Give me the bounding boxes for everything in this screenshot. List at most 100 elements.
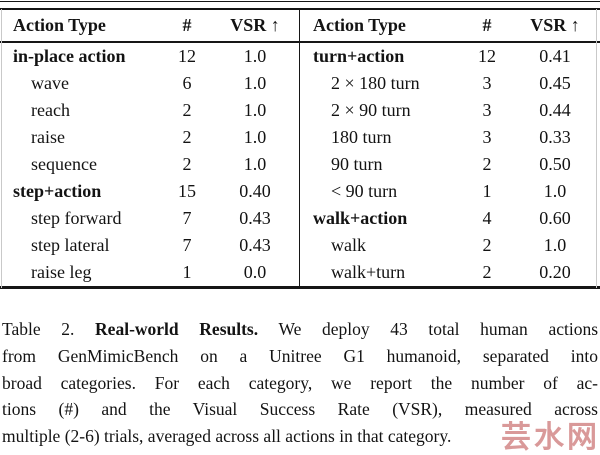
- cell-vsr: 1.0: [243, 73, 267, 93]
- cell-action-type: 180 turn: [331, 127, 392, 147]
- row-left: wave 6 1.0: [0, 70, 300, 97]
- row-right: walk 2 1.0: [300, 232, 600, 259]
- cell-vsr: 1.0: [243, 46, 267, 66]
- cell-action-type: walk+turn: [331, 262, 406, 282]
- row-left: sequence 2 1.0: [0, 151, 300, 178]
- cell-action-type: wave: [31, 73, 69, 93]
- header-vsr: VSR ↑: [530, 15, 580, 35]
- cell-action-type: turn+action: [313, 46, 405, 66]
- table-row: step forward 7 0.43 walk+action 4 0.60: [0, 205, 600, 232]
- cell-count: 15: [178, 181, 196, 201]
- cell-count: 2: [482, 154, 492, 174]
- table-row: step+action 15 0.40 < 90 turn 1 1.0: [0, 178, 600, 205]
- cell-count: 2: [182, 100, 192, 120]
- caption-text: We deploy 43 total human actions: [278, 319, 599, 339]
- table-row: reach 2 1.0 2 × 90 turn 3 0.44: [0, 97, 600, 124]
- cell-count: 3: [482, 127, 492, 147]
- cell-count: 2: [482, 235, 492, 255]
- row-right: 2 × 180 turn 3 0.45: [300, 70, 600, 97]
- table-row: wave 6 1.0 2 × 180 turn 3 0.45: [0, 70, 600, 97]
- header-action-type: Action Type: [313, 15, 406, 35]
- table-bottom-rule: [0, 286, 600, 289]
- row-right: turn+action 12 0.41: [300, 43, 600, 70]
- cell-count: 2: [182, 127, 192, 147]
- cell-vsr: 0.0: [243, 262, 267, 282]
- table-row: step lateral 7 0.43 walk 2 1.0: [0, 232, 600, 259]
- row-right: 90 turn 2 0.50: [300, 151, 600, 178]
- cell-count: 2: [182, 154, 192, 174]
- table-top-thick-rule: [0, 7, 600, 10]
- cell-vsr: 1.0: [243, 154, 267, 174]
- table-header-row: Action Type # VSR ↑ Action Type # VSR ↑: [0, 10, 600, 41]
- caption-line: Table 2. Real-world Results. We deploy 4…: [2, 316, 598, 343]
- table-row: sequence 2 1.0 90 turn 2 0.50: [0, 151, 600, 178]
- cell-action-type: 2 × 180 turn: [331, 73, 420, 93]
- table-top-thin-rule: [0, 1, 600, 2]
- cell-vsr: 1.0: [543, 181, 567, 201]
- row-right: 2 × 90 turn 3 0.44: [300, 97, 600, 124]
- cell-action-type: step forward: [31, 208, 122, 228]
- cell-action-type: step lateral: [31, 235, 110, 255]
- table-caption: Table 2. Real-world Results. We deploy 4…: [2, 316, 598, 450]
- cell-vsr: 0.45: [539, 73, 571, 93]
- cell-action-type: step+action: [13, 181, 102, 201]
- row-left: step lateral 7 0.43: [0, 232, 300, 259]
- table-row: raise 2 1.0 180 turn 3 0.33: [0, 124, 600, 151]
- table-header-right: Action Type # VSR ↑: [300, 10, 600, 41]
- header-count: #: [482, 15, 492, 35]
- cell-count: 4: [482, 208, 492, 228]
- row-left: step+action 15 0.40: [0, 178, 300, 205]
- row-right: 180 turn 3 0.33: [300, 124, 600, 151]
- cell-vsr: 1.0: [543, 235, 567, 255]
- cell-vsr: 0.41: [539, 46, 571, 66]
- cell-action-type: in-place action: [13, 46, 126, 66]
- cell-vsr: 0.60: [539, 208, 571, 228]
- cell-action-type: raise leg: [31, 262, 92, 282]
- cell-count: 7: [182, 235, 192, 255]
- header-vsr: VSR ↑: [230, 15, 280, 35]
- cell-count: 2: [482, 262, 492, 282]
- cell-action-type: < 90 turn: [331, 181, 398, 201]
- row-left: step forward 7 0.43: [0, 205, 300, 232]
- row-left: raise 2 1.0: [0, 124, 300, 151]
- row-right: walk+turn 2 0.20: [300, 259, 600, 286]
- table-column-divider: [298, 8, 300, 289]
- cell-vsr: 0.50: [539, 154, 571, 174]
- table-left-edge-line: [1, 9, 2, 288]
- caption-line: tions (#) and the Visual Success Rate (V…: [2, 399, 598, 420]
- cell-count: 3: [482, 73, 492, 93]
- row-left: in-place action 12 1.0: [0, 43, 300, 70]
- cell-action-type: sequence: [31, 154, 97, 174]
- cell-vsr: 0.40: [239, 181, 271, 201]
- header-action-type: Action Type: [13, 15, 106, 35]
- caption-line: multiple (2-6) trials, averaged across a…: [2, 426, 452, 447]
- table-header-rule: [0, 41, 600, 43]
- cell-vsr: 0.43: [239, 235, 271, 255]
- table-row: in-place action 12 1.0 turn+action 12 0.…: [0, 43, 600, 70]
- caption-table-number: Table 2.: [2, 319, 75, 339]
- caption-line: from GenMimicBench on a Unitree G1 human…: [2, 345, 598, 366]
- table-header-left: Action Type # VSR ↑: [0, 10, 300, 41]
- results-table: Action Type # VSR ↑ Action Type # VSR ↑ …: [0, 1, 600, 289]
- row-left: raise leg 1 0.0: [0, 259, 300, 286]
- cell-vsr: 1.0: [243, 127, 267, 147]
- cell-action-type: walk+action: [313, 208, 408, 228]
- cell-count: 6: [182, 73, 192, 93]
- table-row: raise leg 1 0.0 walk+turn 2 0.20: [0, 259, 600, 286]
- cell-count: 1: [482, 181, 492, 201]
- cell-action-type: 90 turn: [331, 154, 383, 174]
- cell-action-type: walk: [331, 235, 366, 255]
- cell-count: 1: [182, 262, 192, 282]
- row-left: reach 2 1.0: [0, 97, 300, 124]
- cell-count: 12: [178, 46, 196, 66]
- cell-count: 7: [182, 208, 192, 228]
- cell-vsr: 1.0: [243, 100, 267, 120]
- row-right: walk+action 4 0.60: [300, 205, 600, 232]
- cell-vsr: 0.33: [539, 127, 571, 147]
- cell-count: 12: [478, 46, 496, 66]
- cell-action-type: 2 × 90 turn: [331, 100, 411, 120]
- table-right-edge-line: [596, 9, 597, 288]
- cell-action-type: raise: [31, 127, 65, 147]
- cell-vsr: 0.20: [539, 262, 571, 282]
